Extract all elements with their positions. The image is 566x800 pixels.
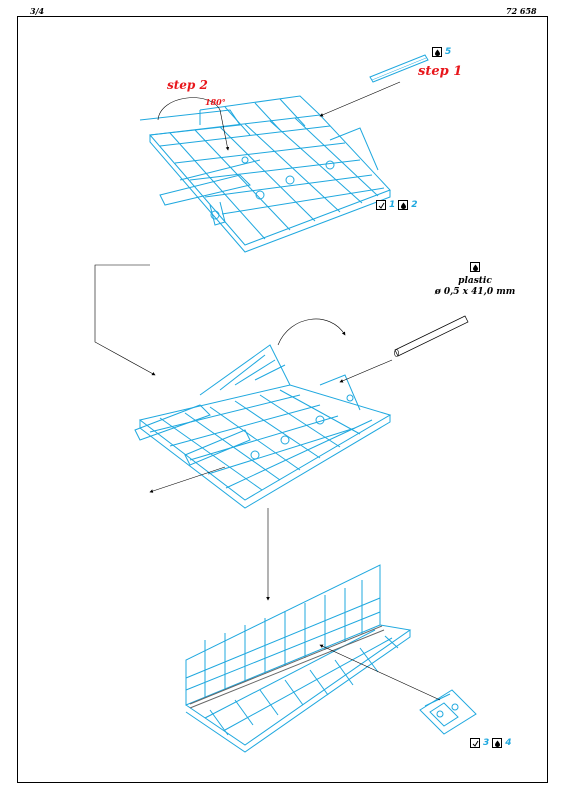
part-number: 4 — [505, 738, 512, 748]
part-ref-top: 5 — [432, 47, 451, 57]
part-number: 2 — [411, 200, 418, 210]
flow-arrow-1 — [94, 264, 156, 376]
glue-drop-icon — [398, 200, 409, 210]
page-frame — [17, 16, 548, 783]
rotation-label: 180° — [205, 97, 226, 107]
plastic-material-block — [430, 262, 520, 272]
checkmark-bend-icon — [376, 200, 386, 210]
kit-number: 72 658 — [506, 6, 537, 16]
step-1-label: step 1 — [418, 64, 463, 79]
glue-drop-icon — [470, 262, 480, 272]
part-number: 1 — [389, 200, 396, 210]
top-panel-assembly — [139, 95, 391, 253]
rotate-arrow-step2 — [157, 97, 230, 151]
material-name: plastic — [458, 276, 492, 286]
glue-drop-icon — [432, 47, 442, 57]
bottom-panel-assembly — [185, 564, 412, 753]
rod-insert-arrow — [339, 359, 393, 383]
small-part-arrow — [319, 644, 441, 701]
part-ref-middle: 1 2 — [376, 200, 418, 210]
step-2-label: step 2 — [167, 78, 208, 92]
part-number: 3 — [483, 738, 490, 748]
part-number: 5 — [445, 47, 452, 57]
glue-drop-icon — [492, 738, 503, 748]
middle-panel-assembly — [134, 344, 392, 509]
rotate-arrow-middle — [277, 318, 346, 346]
strip-part — [369, 54, 429, 83]
small-part — [419, 689, 477, 735]
plastic-rod — [394, 315, 469, 357]
page-number: 3/4 — [30, 6, 45, 16]
slide-arrow-middle — [149, 466, 226, 493]
insert-arrow-step1 — [319, 81, 401, 117]
part-ref-bottom: 3 4 — [470, 738, 512, 748]
material-dimension: ø 0,5 x 41,0 mm — [434, 287, 516, 297]
checkmark-bend-icon — [470, 738, 480, 748]
